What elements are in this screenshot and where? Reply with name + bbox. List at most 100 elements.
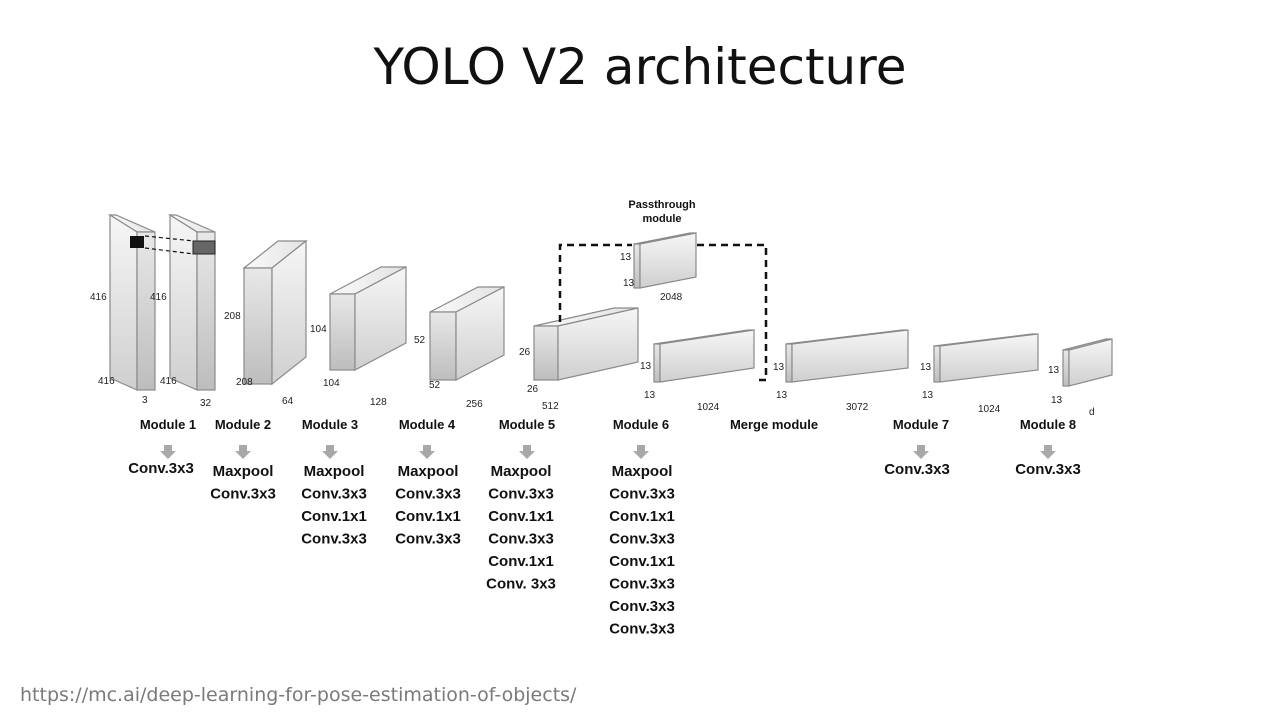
module-5-op-3: Conv.1x1	[488, 508, 554, 525]
block-m9-height-label: 13	[920, 362, 932, 373]
module-5-op-4: Conv.3x3	[488, 531, 554, 548]
module-6-op-5: Conv.1x1	[609, 553, 675, 570]
block-m9	[933, 333, 1039, 383]
block-m7-front-face	[653, 343, 661, 383]
block-m4-width-label: 104	[323, 378, 340, 389]
block-m8-front-face	[785, 343, 793, 383]
module-4-op-2: Conv.3x3	[395, 486, 461, 503]
block-passthrough	[633, 232, 697, 289]
block-m1-width-label: 416	[98, 376, 115, 387]
block-m4-height-label: 104	[310, 324, 327, 335]
module-3-op-2: Conv.3x3	[301, 486, 367, 503]
module-6-down-arrow-icon	[633, 445, 649, 459]
block-m10-height-label: 13	[1048, 365, 1060, 376]
merge-module-label: Merge module	[730, 417, 818, 432]
block-m5-depth-label: 256	[466, 399, 483, 410]
block-m10-front-face	[1062, 349, 1070, 387]
module-5-op-2: Conv.3x3	[488, 486, 554, 503]
dimension-labels: 4164163416416322082086410410412852522562…	[90, 252, 1095, 418]
block-m3-height-label: 208	[224, 311, 241, 322]
module-8-down-arrow-icon	[1040, 445, 1056, 459]
passthrough-width-label: 13	[623, 278, 635, 289]
feature-map-blocks	[107, 213, 1113, 391]
module-arrows	[160, 445, 1056, 459]
block-m3	[242, 239, 308, 386]
module-3-op-1: Maxpool	[304, 463, 365, 480]
source-url: https://mc.ai/deep-learning-for-pose-est…	[20, 684, 577, 706]
module-2-op-1: Maxpool	[213, 463, 274, 480]
block-m6-depth-label: 512	[542, 401, 559, 412]
block-m9-width-label: 13	[922, 390, 934, 401]
block-m10-depth-label: d	[1089, 407, 1095, 418]
module-6-op-8: Conv.3x3	[609, 621, 675, 638]
module-5-label: Module 5	[499, 417, 555, 432]
kernel-gray	[192, 240, 216, 255]
module-5-op-5: Conv.1x1	[488, 553, 554, 570]
block-m8	[785, 329, 909, 383]
block-m2-height-label: 416	[150, 292, 167, 303]
block-m1-depth-label: 3	[142, 395, 148, 406]
block-m5-side-face	[455, 286, 505, 381]
passthrough-depth-label: 2048	[660, 292, 683, 303]
block-m8-height-label: 13	[773, 362, 785, 373]
module-1-down-arrow-icon	[160, 445, 176, 459]
block-m8-width-label: 13	[776, 390, 788, 401]
block-m6-width-label: 26	[527, 384, 539, 395]
block-m6	[533, 307, 639, 381]
module-4-op-3: Conv.1x1	[395, 508, 461, 525]
block-m4-side-face	[354, 266, 407, 371]
block-m6-side-face	[557, 307, 639, 381]
module-6-op-4: Conv.3x3	[609, 531, 675, 548]
block-m2-width-label: 416	[160, 376, 177, 387]
block-m7-height-label: 13	[640, 361, 652, 372]
module-6-op-1: Maxpool	[612, 463, 673, 480]
kernel-link-lines	[144, 235, 195, 255]
block-passthrough-side-face	[639, 232, 697, 289]
module-6-op-2: Conv.3x3	[609, 486, 675, 503]
block-m8-side-face	[791, 329, 909, 383]
block-m7-side-face	[659, 329, 755, 383]
block-m3-depth-label: 64	[282, 396, 294, 407]
module-5-down-arrow-icon	[519, 445, 535, 459]
block-m2-depth-label: 32	[200, 398, 212, 409]
block-m5-width-label: 52	[429, 380, 441, 391]
passthrough-connector	[558, 243, 768, 382]
module-3-op-3: Conv.1x1	[301, 508, 367, 525]
block-m4-depth-label: 128	[370, 397, 387, 408]
module-8-op-1: Conv.3x3	[1015, 461, 1081, 478]
module-7-label: Module 7	[893, 417, 949, 432]
block-m5-height-label: 52	[414, 335, 426, 346]
module-5-op-1: Maxpool	[491, 463, 552, 480]
block-m7	[653, 329, 755, 383]
module-8-label: Module 8	[1020, 417, 1076, 432]
passthrough-label-line1: Passthrough	[628, 199, 696, 211]
module-6-op-6: Conv.3x3	[609, 576, 675, 593]
block-m2	[167, 213, 216, 391]
module-7-down-arrow-icon	[913, 445, 929, 459]
block-m10-side-face	[1068, 338, 1113, 387]
module-4-op-4: Conv.3x3	[395, 531, 461, 548]
module-2-label: Module 2	[215, 417, 271, 432]
block-m1-height-label: 416	[90, 292, 107, 303]
block-m5-front-face	[429, 311, 457, 381]
module-6-op-7: Conv.3x3	[609, 598, 675, 615]
block-m3-side-face	[271, 239, 307, 386]
module-5-op-6: Conv. 3x3	[486, 576, 556, 593]
block-m3-front-face	[243, 267, 273, 385]
block-m6-front-face	[533, 325, 559, 381]
block-m8-depth-label: 3072	[846, 402, 869, 413]
block-m5	[429, 286, 505, 381]
module-3-label: Module 3	[302, 417, 358, 432]
block-passthrough-front-face	[633, 243, 641, 289]
block-m2-side-face	[196, 231, 216, 391]
module-4-down-arrow-icon	[419, 445, 435, 459]
block-m7-width-label: 13	[644, 390, 656, 401]
module-3-down-arrow-icon	[322, 445, 338, 459]
module-2-op-2: Conv.3x3	[210, 486, 276, 503]
passthrough-height-label: 13	[620, 252, 632, 263]
module-7-op-1: Conv.3x3	[884, 461, 950, 478]
block-m4-front-face	[329, 293, 356, 371]
